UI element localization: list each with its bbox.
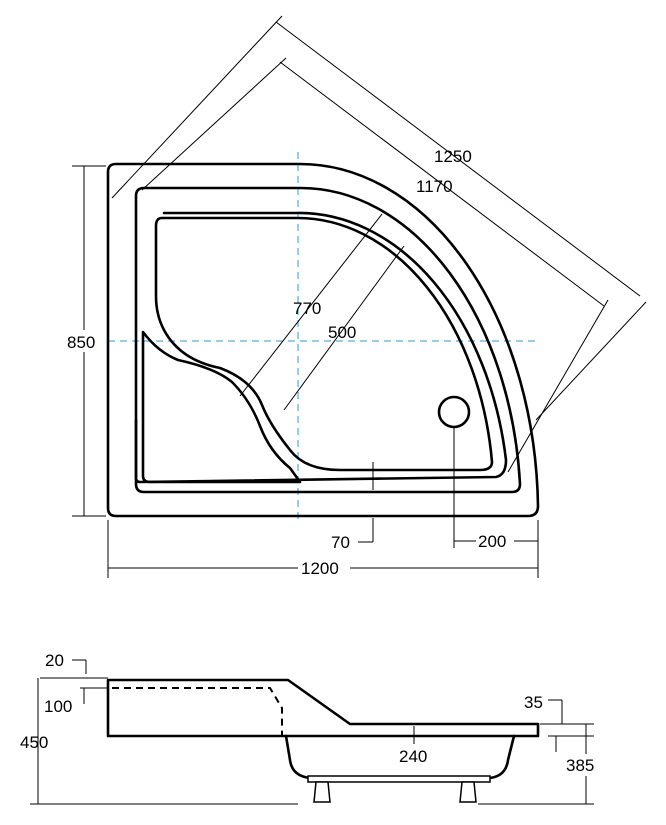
dim-1250-line <box>275 21 641 297</box>
dim-1250-label: 1250 <box>434 147 472 166</box>
dim-500-line <box>283 245 405 411</box>
side-body-outline <box>106 678 540 738</box>
dim-1200-label: 1200 <box>301 559 339 578</box>
seat-outline <box>141 330 302 484</box>
side-base-frame <box>307 775 491 783</box>
dim-35-label: 35 <box>524 693 543 712</box>
left-leg <box>313 781 331 803</box>
drain-outlet <box>437 395 471 429</box>
dim-500-label: 500 <box>328 323 356 342</box>
dim-770-line <box>239 213 383 397</box>
dim-1170-label: 1170 <box>416 177 453 196</box>
dim-770-label: 770 <box>293 299 321 318</box>
dim-850-label: 850 <box>67 333 95 352</box>
dim-1170-line <box>279 61 605 307</box>
dim-240-label: 240 <box>399 747 427 766</box>
dim-20-label: 20 <box>45 651 64 670</box>
outer-tray-outline <box>106 162 540 518</box>
side-view: 20 100 450 35 240 385 <box>20 651 606 805</box>
inner-basin-outline <box>154 216 494 472</box>
dim-70-label: 70 <box>331 533 350 552</box>
basin-outline <box>134 211 508 484</box>
dim-100-label: 100 <box>44 697 72 716</box>
dim-1170-extension-left <box>141 57 287 191</box>
dim-1250-extension-left <box>111 15 283 199</box>
rim-outline <box>134 186 522 494</box>
side-hidden-contour <box>112 687 283 736</box>
plan-view: 1250 1170 850 770 500 70 200 1 <box>67 15 647 579</box>
dim-1250-extension-right <box>535 301 647 421</box>
dim-1170-extension-right <box>507 299 609 473</box>
dim-385-label: 385 <box>566 756 594 775</box>
dim-200-label: 200 <box>478 532 506 551</box>
dim-450-label: 450 <box>20 733 48 752</box>
right-leg <box>459 781 477 803</box>
